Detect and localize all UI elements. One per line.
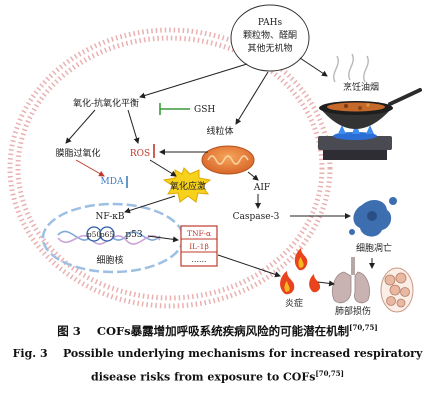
ros-label: ROS [130, 149, 150, 159]
caspase-label: Caspase-3 [233, 212, 280, 222]
pahs-particles-label: 颗粒物、醛酮 [243, 29, 297, 41]
lipid-peroxidation-label: 膜脂过氧化 [55, 147, 100, 159]
caption-en-line2-text: disease risks from exposure to COFs [91, 370, 316, 384]
cytokine-box [180, 225, 218, 267]
p50-label: p50 [87, 230, 102, 239]
caption-cn-text: COFs暴露增加呼吸系统疾病风险的可能潜在机制 [96, 324, 350, 338]
oxidative-balance-label: 氧化-抗氧化平衡 [73, 97, 139, 109]
lung-injury-label: 肺部损伤 [335, 305, 371, 317]
inflammation-label: 炎症 [285, 297, 303, 309]
ros-to-stress-arrow [149, 159, 177, 177]
apoptosis-label: 细胞凋亡 [356, 242, 392, 254]
p53-label: p53 [125, 230, 142, 240]
wok-stove-illustration [318, 53, 422, 160]
mitochondrion [201, 145, 255, 175]
oxidative-stress-label: 氧化应激 [170, 180, 206, 192]
cytokine-more-label: …… [192, 255, 207, 264]
gsh-label: GSH [194, 105, 215, 115]
caption-en-prefix: Fig. 3 [12, 347, 48, 360]
alveoli-icon [380, 267, 414, 313]
mechanism-diagram: PAHs 颗粒物、醛酮 其他无机物 烹饪油烟 线粒体 氧化应激 氧化-抗氧化平衡… [7, 4, 422, 317]
pahs-label: PAHs [258, 18, 283, 28]
figure-caption-cn: 图 3 COFs暴露增加呼吸系统疾病风险的可能潜在机制[70,75] [0, 323, 435, 339]
lipid-to-mda-arrow [75, 159, 105, 177]
lungs-icon [332, 257, 370, 304]
caption-en-line1-text: Possible underlying mechanisms for incre… [62, 347, 423, 360]
nfkb-label: NF-κB [96, 212, 125, 222]
p65-subunit [99, 226, 115, 242]
cell-membrane [7, 27, 333, 309]
apoptotic-cell-icon [349, 197, 397, 237]
caption-cn-prefix: 图 3 [57, 324, 81, 338]
inflammation-flames-icon [280, 248, 321, 295]
pahs-inorganic-label: 其他无机物 [247, 42, 292, 54]
aif-label: AIF [253, 183, 270, 193]
cooking-fumes-label: 烹饪油烟 [343, 81, 379, 93]
gsh-inhibition-symbol [159, 103, 190, 115]
pahs-bubble [230, 4, 310, 72]
caption-cn-ref: [70,75] [349, 323, 378, 333]
figure-caption-en-line2: disease risks from exposure to COFs[70,7… [0, 369, 435, 384]
cytokine-tnf-label: TNF-α [187, 229, 211, 238]
mitochondria-label: 线粒体 [206, 125, 233, 137]
p65-label: p65 [100, 230, 115, 239]
mda-label: MDA [101, 177, 124, 187]
caption-en-ref: [70,75] [315, 369, 344, 378]
cytokine-il1b-label: IL-1β [189, 242, 209, 251]
nucleus-label: 细胞核 [96, 254, 123, 266]
pathway-arrows [65, 57, 375, 287]
figure-caption-en-line1: Fig. 3 Possible underlying mechanisms fo… [0, 347, 435, 360]
